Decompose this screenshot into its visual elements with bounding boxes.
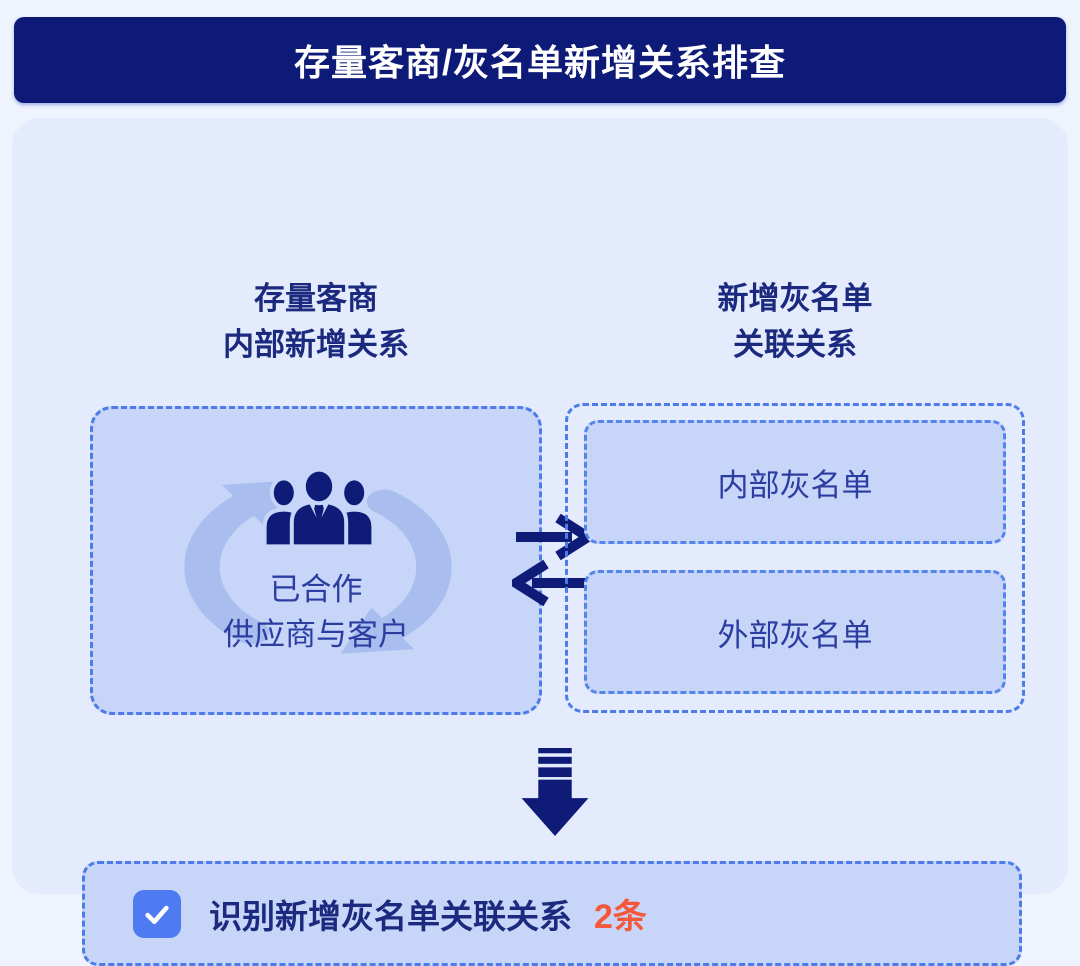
existing-partners-box: 已合作 供应商与客户	[90, 406, 542, 715]
diagram-panel: 存量客商 内部新增关系 新增灰名单 关联关系	[12, 118, 1068, 966]
external-greylist-box: 外部灰名单	[584, 570, 1006, 694]
down-arrow-icon	[521, 748, 589, 836]
result-box: 识别新增灰名单关联关系 2条	[82, 861, 1022, 966]
external-greylist-label: 外部灰名单	[717, 617, 873, 653]
partners-label-line2: 供应商与客户	[223, 617, 409, 652]
partners-label-line1: 已合作	[269, 572, 363, 607]
greylist-group-box: 内部灰名单 外部灰名单	[565, 403, 1025, 713]
result-label: 识别新增灰名单关联关系	[209, 897, 572, 935]
title-banner: 存量客商/灰名单新增关系排查	[14, 17, 1066, 103]
right-heading-line1: 新增灰名单	[717, 281, 873, 316]
existing-partners-label: 已合作 供应商与客户	[93, 567, 539, 657]
left-heading-line2: 内部新增关系	[223, 327, 409, 362]
people-group-icon	[263, 467, 375, 549]
page-title: 存量客商/灰名单新增关系排查	[293, 42, 786, 83]
internal-greylist-label: 内部灰名单	[717, 467, 873, 503]
internal-greylist-box: 内部灰名单	[584, 420, 1006, 544]
right-column-heading: 新增灰名单 关联关系	[565, 276, 1025, 368]
right-heading-line2: 关联关系	[733, 327, 857, 362]
infographic: 存量客商/灰名单新增关系排查 存量客商 内部新增关系 新增灰名单 关联关系	[12, 17, 1068, 966]
left-column-heading: 存量客商 内部新增关系	[90, 276, 542, 368]
checked-checkbox	[133, 889, 181, 938]
checkmark-icon	[145, 905, 169, 924]
transfer-arrows-icon	[512, 513, 592, 607]
result-count-badge: 2条	[594, 898, 647, 936]
left-heading-line1: 存量客商	[254, 281, 378, 316]
